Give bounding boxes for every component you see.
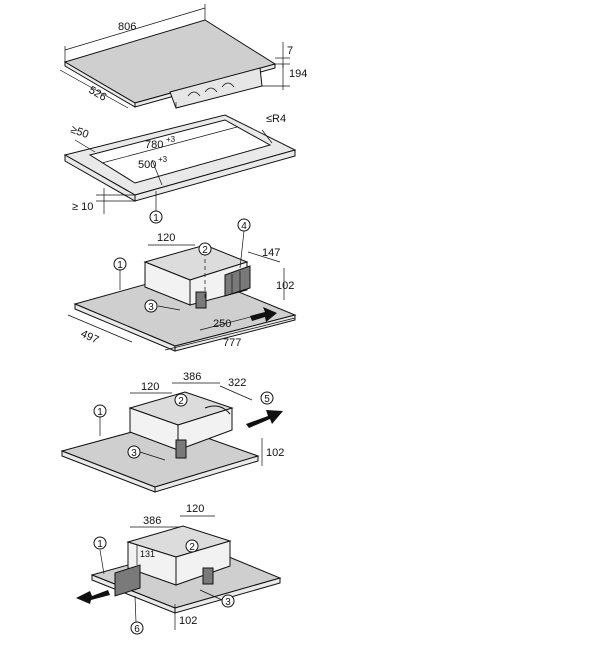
assembly-rear-outlet: 120 147 102 250 777 497 1 2 3 4 [67, 218, 297, 352]
callout-3-panel5: 3 [221, 594, 235, 608]
p3-dim-147: 147 [262, 247, 280, 259]
dim-radius: ≤R4 [266, 113, 286, 125]
callout-6-panel5: 6 [130, 621, 144, 635]
p5-dim-120: 120 [186, 503, 204, 515]
dim-806: 806 [118, 21, 136, 33]
callout-1-panel2: 1 [149, 210, 163, 224]
callout-2-panel3: 2 [198, 242, 212, 256]
duct-bend-4 [204, 405, 231, 415]
p3-dim-777: 777 [223, 337, 241, 349]
dim-line-526 [59, 69, 129, 109]
socket-4 [175, 439, 187, 459]
p4-dim-322: 322 [228, 377, 246, 389]
socket-3 [195, 291, 207, 309]
callout-1-panel5: 1 [93, 536, 107, 550]
dim-194: 194 [289, 68, 307, 80]
callout-1-panel4: 1 [93, 404, 107, 418]
p5-dim-131: 131 [140, 549, 155, 559]
p5-dim-102: 102 [179, 615, 197, 627]
dim-margin: ≥50 [69, 124, 90, 142]
p3-dim-250: 250 [213, 318, 231, 330]
hob-body-vents [187, 82, 235, 97]
p4-dim-120: 120 [141, 381, 159, 393]
callout-3-panel3: 3 [144, 299, 158, 313]
callout-3-panel4: 3 [127, 445, 141, 459]
cutout-opening [88, 119, 272, 184]
p5-dim-386: 386 [143, 515, 161, 527]
svg-text:3: 3 [148, 302, 154, 313]
worktop-cutout: ≥50 ≤R4 780 +3 500 +3 ≥ 10 1 [63, 113, 297, 224]
p3-dim-497: 497 [79, 328, 101, 347]
callout-4-panel3: 4 [237, 218, 251, 232]
exhaust-arrow-5 [246, 410, 283, 428]
dim-cutout-width: 780 [145, 139, 163, 151]
socket-5 [202, 567, 214, 585]
p3-dim-120: 120 [157, 232, 175, 244]
p4-dim-102: 102 [266, 447, 284, 459]
svg-text:5: 5 [264, 394, 270, 405]
filter-4 [224, 265, 251, 297]
dim-cutout-width-tol: +3 [166, 135, 176, 144]
callout-2-panel4: 2 [174, 393, 188, 407]
svg-text:4: 4 [241, 221, 247, 232]
p3-dim-102: 102 [276, 280, 294, 292]
svg-text:3: 3 [131, 448, 137, 459]
assembly-side-outlet: 120 386 322 102 1 2 3 5 [60, 371, 284, 493]
worktop-edge-right [134, 149, 296, 202]
svg-text:2: 2 [202, 245, 208, 256]
dim-cutout-depth: 500 [138, 159, 156, 171]
callout-2-panel5: 2 [185, 539, 199, 553]
hob-overview: 806 526 7 194 [59, 4, 307, 109]
exhaust-arrow-3 [250, 307, 277, 322]
svg-text:2: 2 [178, 396, 184, 407]
svg-text:1: 1 [153, 213, 159, 224]
dim-7: 7 [287, 45, 293, 57]
svg-text:2: 2 [189, 542, 195, 553]
dim-worktop: ≥ 10 [72, 201, 93, 213]
svg-text:1: 1 [117, 260, 123, 271]
assembly-front-outlet: 386 120 131 102 1 2 3 6 [76, 503, 282, 635]
filter-6 [114, 564, 141, 597]
dim-cutout-depth-tol: +3 [158, 155, 168, 164]
callout-1-panel3: 1 [113, 257, 127, 271]
svg-text:6: 6 [134, 624, 140, 635]
svg-text:1: 1 [97, 539, 103, 550]
svg-text:1: 1 [97, 407, 103, 418]
callout-5-panel4: 5 [260, 391, 274, 405]
dim-line-806 [64, 7, 206, 51]
svg-text:3: 3 [225, 597, 231, 608]
p4-dim-386: 386 [183, 371, 201, 383]
exhaust-arrow-6 [76, 590, 110, 604]
